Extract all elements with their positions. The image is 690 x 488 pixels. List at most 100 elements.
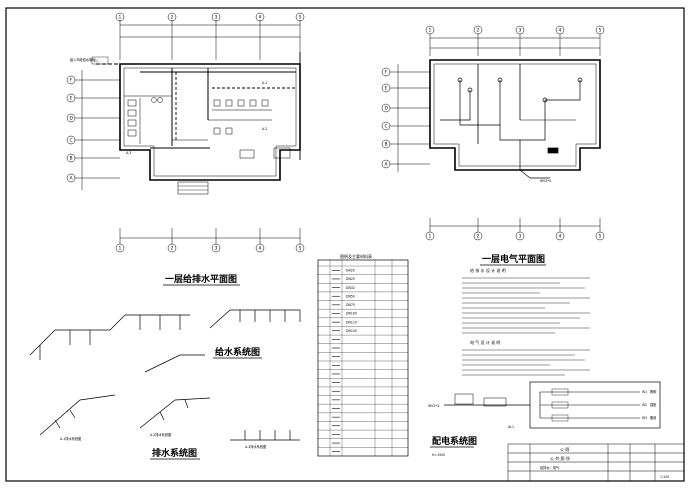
elec-bottom-axis-labels: 1 2 3 4 5: [429, 234, 602, 240]
legend-row-label: DN75: [346, 303, 355, 307]
water-supply-title: 给水系统图: [215, 346, 260, 358]
title-block-drawing: 公 共 厕 所: [550, 455, 570, 461]
axis-label: 2: [171, 15, 174, 21]
axis-label: 4: [259, 15, 262, 21]
axis-label: E: [385, 86, 388, 92]
axis-label: 3: [215, 246, 218, 252]
power-in-label: WV2*4: [428, 404, 439, 408]
toilet-stalls-right: [212, 99, 272, 159]
circuit-spare: 备用: [650, 415, 656, 420]
axis-label: 5: [299, 246, 302, 252]
axis-label: 2: [477, 28, 480, 34]
plumbing-bottom-axes: [115, 228, 305, 253]
panel-al1: AL1: [508, 425, 514, 429]
axis-label: 3: [215, 15, 218, 21]
axis-label: 1: [119, 246, 122, 252]
axis-label: 3: [519, 28, 522, 34]
elec-top-axis-labels: 1 2 3 4 5: [429, 28, 602, 34]
axis-label: B: [385, 142, 388, 148]
riser-label: A-1: [262, 81, 267, 85]
plumbing-top-axes: [115, 12, 305, 60]
drain-a2-label: A-2排水系统图: [150, 432, 171, 437]
axis-label: A: [70, 176, 74, 182]
panel-height-label: H=1500: [432, 453, 445, 457]
electrical-plan: 1 2 3 4 5 F E D C B A: [381, 25, 605, 266]
elec-wiring: [440, 77, 583, 179]
elec-walls: [429, 59, 601, 171]
water-inlet-label: 接入市政给水管网: [70, 57, 96, 62]
riser-label: A-3: [126, 151, 131, 155]
plumbing-labels: J-1 接入市政给水管网 A-1 A-2 A-3: [70, 56, 267, 155]
legend-row-label: DN20: [346, 269, 355, 273]
elec-bottom-axes: [425, 218, 605, 241]
drainage-system: [39, 354, 300, 441]
axis-label: E: [70, 96, 73, 102]
axis-label: 2: [477, 234, 480, 240]
legend-row-label: DN25: [346, 277, 355, 281]
circuit-socket: 插座: [650, 402, 657, 407]
notes-water-title: 给 排 水 设 计 说 明: [470, 267, 506, 273]
axis-label: F: [70, 78, 73, 84]
axis-label: 5: [599, 234, 602, 240]
elec-left-axis-labels: F E D C B A: [385, 70, 389, 168]
axis-label: 4: [259, 246, 262, 252]
axis-label: 4: [559, 234, 562, 240]
plumbing-top-axis-labels: 1 2 3 4 5: [119, 15, 302, 21]
legend-row-label: DN150: [346, 329, 357, 333]
plumbing-plan-title: 一层给排水平面图: [165, 273, 237, 285]
title-block-sheet: 给排水、电气: [540, 465, 560, 470]
design-notes: 给 排 水 设 计 说 明 电 气 设 计 说 明: [462, 267, 590, 376]
title-block-project: 公 厕: [560, 446, 569, 452]
axis-label: 1: [429, 28, 432, 34]
circuit-w3: W3: [642, 416, 647, 420]
legend-row-label: DN32: [346, 286, 355, 290]
drain-a3-label: A-3排水系统图: [245, 444, 266, 449]
axis-label: D: [385, 106, 389, 112]
plumbing-left-axis-labels: F E D C B A: [70, 78, 74, 182]
axis-label: 1: [119, 15, 122, 21]
plumbing-pipes: [96, 52, 301, 160]
elec-power-in-label: WV2*4: [540, 179, 551, 183]
plumbing-walls: [119, 63, 301, 195]
title-block-scale: 1:100: [660, 475, 669, 479]
plumbing-left-axes: [66, 70, 120, 190]
notes-elec-lines: [462, 349, 590, 376]
electrical-plan-title: 一层电气平面图: [482, 253, 545, 265]
power-system-title: 配电系统图: [432, 435, 477, 447]
legend-row-label: DN100: [346, 312, 357, 316]
plumbing-bottom-axis-labels: 1 2 3 4 5: [119, 246, 302, 252]
axis-label: C: [70, 138, 73, 144]
axis-label: A: [385, 162, 389, 168]
urinal-stalls-left: [127, 97, 163, 144]
axis-label: 5: [299, 15, 302, 21]
drainage-title: 排水系统图: [152, 447, 197, 459]
legend-row-label: DN110: [346, 320, 357, 324]
valve-box: [91, 56, 109, 65]
legend-grid: [329, 260, 393, 456]
elec-top-axes: [425, 25, 605, 56]
axis-label: D: [70, 116, 74, 122]
legend-table-title: 图例及主要材料表: [340, 253, 372, 259]
axis-label: 2: [171, 246, 174, 252]
axis-label: 1: [429, 234, 432, 240]
notes-elec-title: 电 气 设 计 说 明: [470, 339, 500, 345]
circuit-w1: W1: [642, 390, 647, 394]
legend-table: 图例及主要材料表 DN20DN25DN32DN50DN75DN100DN110D…: [317, 253, 409, 457]
sheet-border: [5, 7, 685, 482]
riser-label: A-2: [262, 127, 267, 131]
water-supply-system: [29, 309, 301, 360]
plumbing-plan: 1 2 3 4 5 F E D C B A: [66, 12, 305, 286]
legend-row-label: DN50: [346, 294, 355, 298]
axis-label: 3: [519, 234, 522, 240]
title-block: [507, 443, 685, 482]
valve-box-label: J-1: [93, 59, 98, 63]
power-system: WV2*4 W1 W2 W3 照明 插座 备用 AL1 配电系统图 H=1500: [428, 381, 661, 457]
axis-label: C: [385, 124, 388, 130]
elec-left-axes: [381, 64, 430, 172]
axis-label: 5: [599, 28, 602, 34]
axis-label: F: [385, 70, 388, 76]
drain-a1-label: A-1排水系统图: [60, 436, 81, 441]
circuit-lighting: 照明: [650, 390, 656, 394]
circuit-w2: W2: [642, 403, 647, 407]
